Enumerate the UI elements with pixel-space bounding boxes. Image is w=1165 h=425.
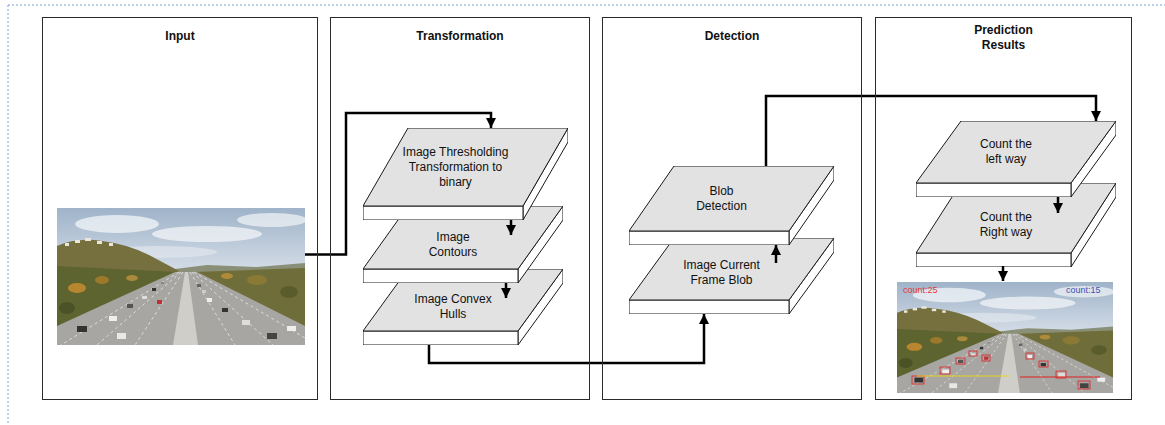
count-line <box>917 375 1010 376</box>
panel-heading: Transformation <box>360 29 560 44</box>
process-slab: Image Thresholding Transformation to bin… <box>363 128 568 220</box>
process-label: Count the left way <box>976 137 1036 167</box>
stage-panel: DetectionBlob DetectionImage Current Fra… <box>602 17 862 400</box>
slab-front <box>363 269 518 283</box>
detection-boxes <box>912 351 1090 389</box>
slab-front <box>363 331 518 345</box>
process-label: Count the Right way <box>974 210 1039 240</box>
frame-border <box>8 5 9 425</box>
slab-top <box>629 166 834 231</box>
panel-heading: Input <box>80 29 280 44</box>
slab-shape <box>363 128 568 220</box>
illustration-part <box>940 367 950 374</box>
connector-arrow <box>510 220 513 235</box>
process-label: Image Current Frame Blob <box>674 258 769 288</box>
frame-border <box>8 5 1165 6</box>
illustration-part <box>1026 353 1034 359</box>
process-label: Image Convex Hulls <box>411 292 496 322</box>
process-slab: Count the Right way <box>916 183 1116 267</box>
process-slab: Image Contours <box>363 206 563 283</box>
input-photo <box>57 208 307 345</box>
flow-arrow <box>1002 266 1005 281</box>
output-photo <box>897 282 1115 393</box>
illustration-part <box>912 376 924 384</box>
process-slab: Image Convex Hulls <box>363 269 563 345</box>
illustration-part <box>1039 361 1048 367</box>
illustration-part <box>956 358 965 364</box>
slab-top <box>916 121 1116 183</box>
process-label: Image Contours <box>423 230 483 260</box>
slab-top <box>363 206 563 269</box>
illustration-part <box>969 351 977 356</box>
stage-panel: Prediction ResultsCount the left wayCoun… <box>875 17 1132 400</box>
panel-heading: Detection <box>632 29 832 44</box>
illustration-part <box>1078 381 1090 389</box>
process-label: Blob Detection <box>687 184 757 214</box>
process-slab: Blob Detection <box>629 166 834 245</box>
label-holder: count:15 <box>1066 285 1101 295</box>
slab-top <box>363 128 568 206</box>
highway-photo <box>57 208 307 345</box>
process-slab: Count the left way <box>916 121 1116 197</box>
slab-top <box>916 183 1116 253</box>
slab-top <box>363 269 563 331</box>
connector-arrow <box>775 245 778 263</box>
stage-panel: Input <box>42 17 318 400</box>
photo-frame <box>57 208 305 345</box>
highway-photo <box>897 282 1115 393</box>
count-line <box>1020 376 1100 377</box>
process-slab: Image Current Frame Blob <box>629 238 834 314</box>
stage-panel: TransformationImage Thresholding Transfo… <box>330 17 590 400</box>
process-label: Image Thresholding Transformation to bin… <box>396 145 516 190</box>
slab-top <box>629 238 834 300</box>
slab-front <box>363 206 523 220</box>
slab-front <box>629 300 789 314</box>
connector-arrow <box>505 283 508 298</box>
connector-arrow <box>1057 197 1060 213</box>
slab-front <box>629 231 789 245</box>
illustration-part <box>982 355 990 361</box>
panel-heading: Prediction Results <box>958 23 1050 53</box>
slab-front <box>916 253 1071 267</box>
count-label: count:25 <box>903 285 938 295</box>
count-label: count:15 <box>1066 285 1101 295</box>
slab-front <box>916 183 1071 197</box>
label-holder: count:25 <box>903 285 938 295</box>
